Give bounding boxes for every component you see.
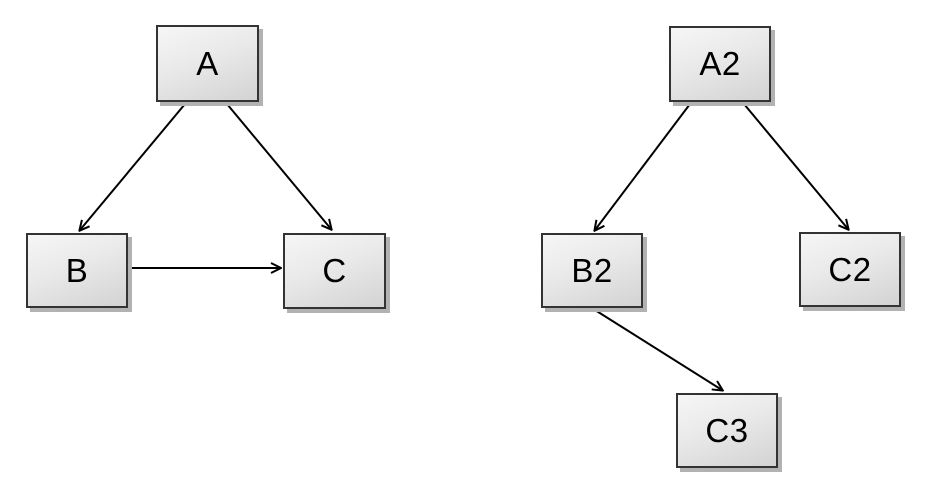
edge-a-to-c: [226, 103, 331, 229]
node-c3: C3: [676, 393, 778, 468]
node-b2-label: B2: [571, 251, 613, 289]
node-c2-label: C2: [828, 250, 872, 288]
node-c-label: C: [322, 252, 347, 289]
node-b-label: B: [65, 251, 89, 289]
node-c: C: [283, 233, 386, 309]
edge-b2-to-c3: [594, 309, 722, 390]
node-b: B: [26, 233, 128, 308]
node-a: A: [156, 25, 259, 102]
node-c3-label: C3: [705, 411, 749, 449]
node-b2: B2: [541, 233, 643, 308]
node-a2: A2: [669, 26, 771, 102]
edge-a-to-b: [80, 103, 186, 230]
node-a2-label: A2: [699, 45, 741, 82]
node-a-label: A: [196, 44, 219, 82]
edge-a2-to-c2: [743, 103, 848, 229]
node-c2: C2: [799, 232, 901, 307]
edge-a2-to-b2: [595, 103, 691, 230]
